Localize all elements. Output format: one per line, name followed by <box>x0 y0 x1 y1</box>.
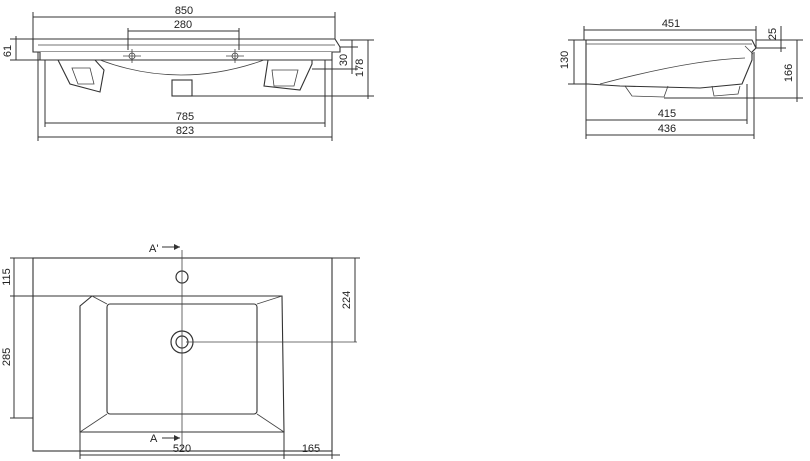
right-bracket <box>263 59 313 91</box>
dim-285: 285 <box>1 348 13 366</box>
arrow-right-icon <box>162 244 180 250</box>
side-bracket <box>711 85 741 97</box>
dim-178: 178 <box>354 59 366 77</box>
front-view: 850 280 61 30 178 785 823 <box>2 5 374 141</box>
dim-280: 280 <box>174 19 192 31</box>
dim-115: 115 <box>1 268 13 286</box>
left-bracket <box>57 59 105 93</box>
front-siphon <box>171 79 193 97</box>
tap-hole-icon <box>226 49 244 63</box>
dim-520: 520 <box>173 443 191 455</box>
dim-436: 436 <box>658 123 676 135</box>
dim-166: 166 <box>783 64 795 82</box>
dim-785: 785 <box>176 111 194 123</box>
dim-130: 130 <box>559 51 571 69</box>
dim-224: 224 <box>341 291 353 309</box>
dim-850: 850 <box>175 5 193 17</box>
section-label-bottom: A <box>150 433 158 445</box>
basin-curve <box>99 59 265 76</box>
plan-view: A' A 115 285 224 520 165 <box>1 243 360 459</box>
side-siphon <box>624 85 669 98</box>
dim-30: 30 <box>338 54 350 66</box>
side-view: 451 25 130 166 415 436 <box>559 18 803 139</box>
dim-25: 25 <box>767 28 779 40</box>
side-body <box>585 39 757 89</box>
front-body <box>39 52 333 61</box>
dim-165: 165 <box>302 443 320 455</box>
dim-415: 415 <box>658 108 676 120</box>
side-edge <box>744 45 754 55</box>
section-label-top: A' <box>149 243 158 255</box>
side-inner-curve <box>599 57 746 85</box>
arrow-right-icon <box>162 435 180 441</box>
dim-823: 823 <box>176 125 194 137</box>
left-bracket-slot <box>71 67 95 85</box>
right-bracket-slot <box>271 69 299 87</box>
dim-61: 61 <box>2 45 14 57</box>
tap-hole-icon <box>123 49 141 63</box>
dim-451: 451 <box>662 18 680 30</box>
front-rim <box>32 38 341 53</box>
